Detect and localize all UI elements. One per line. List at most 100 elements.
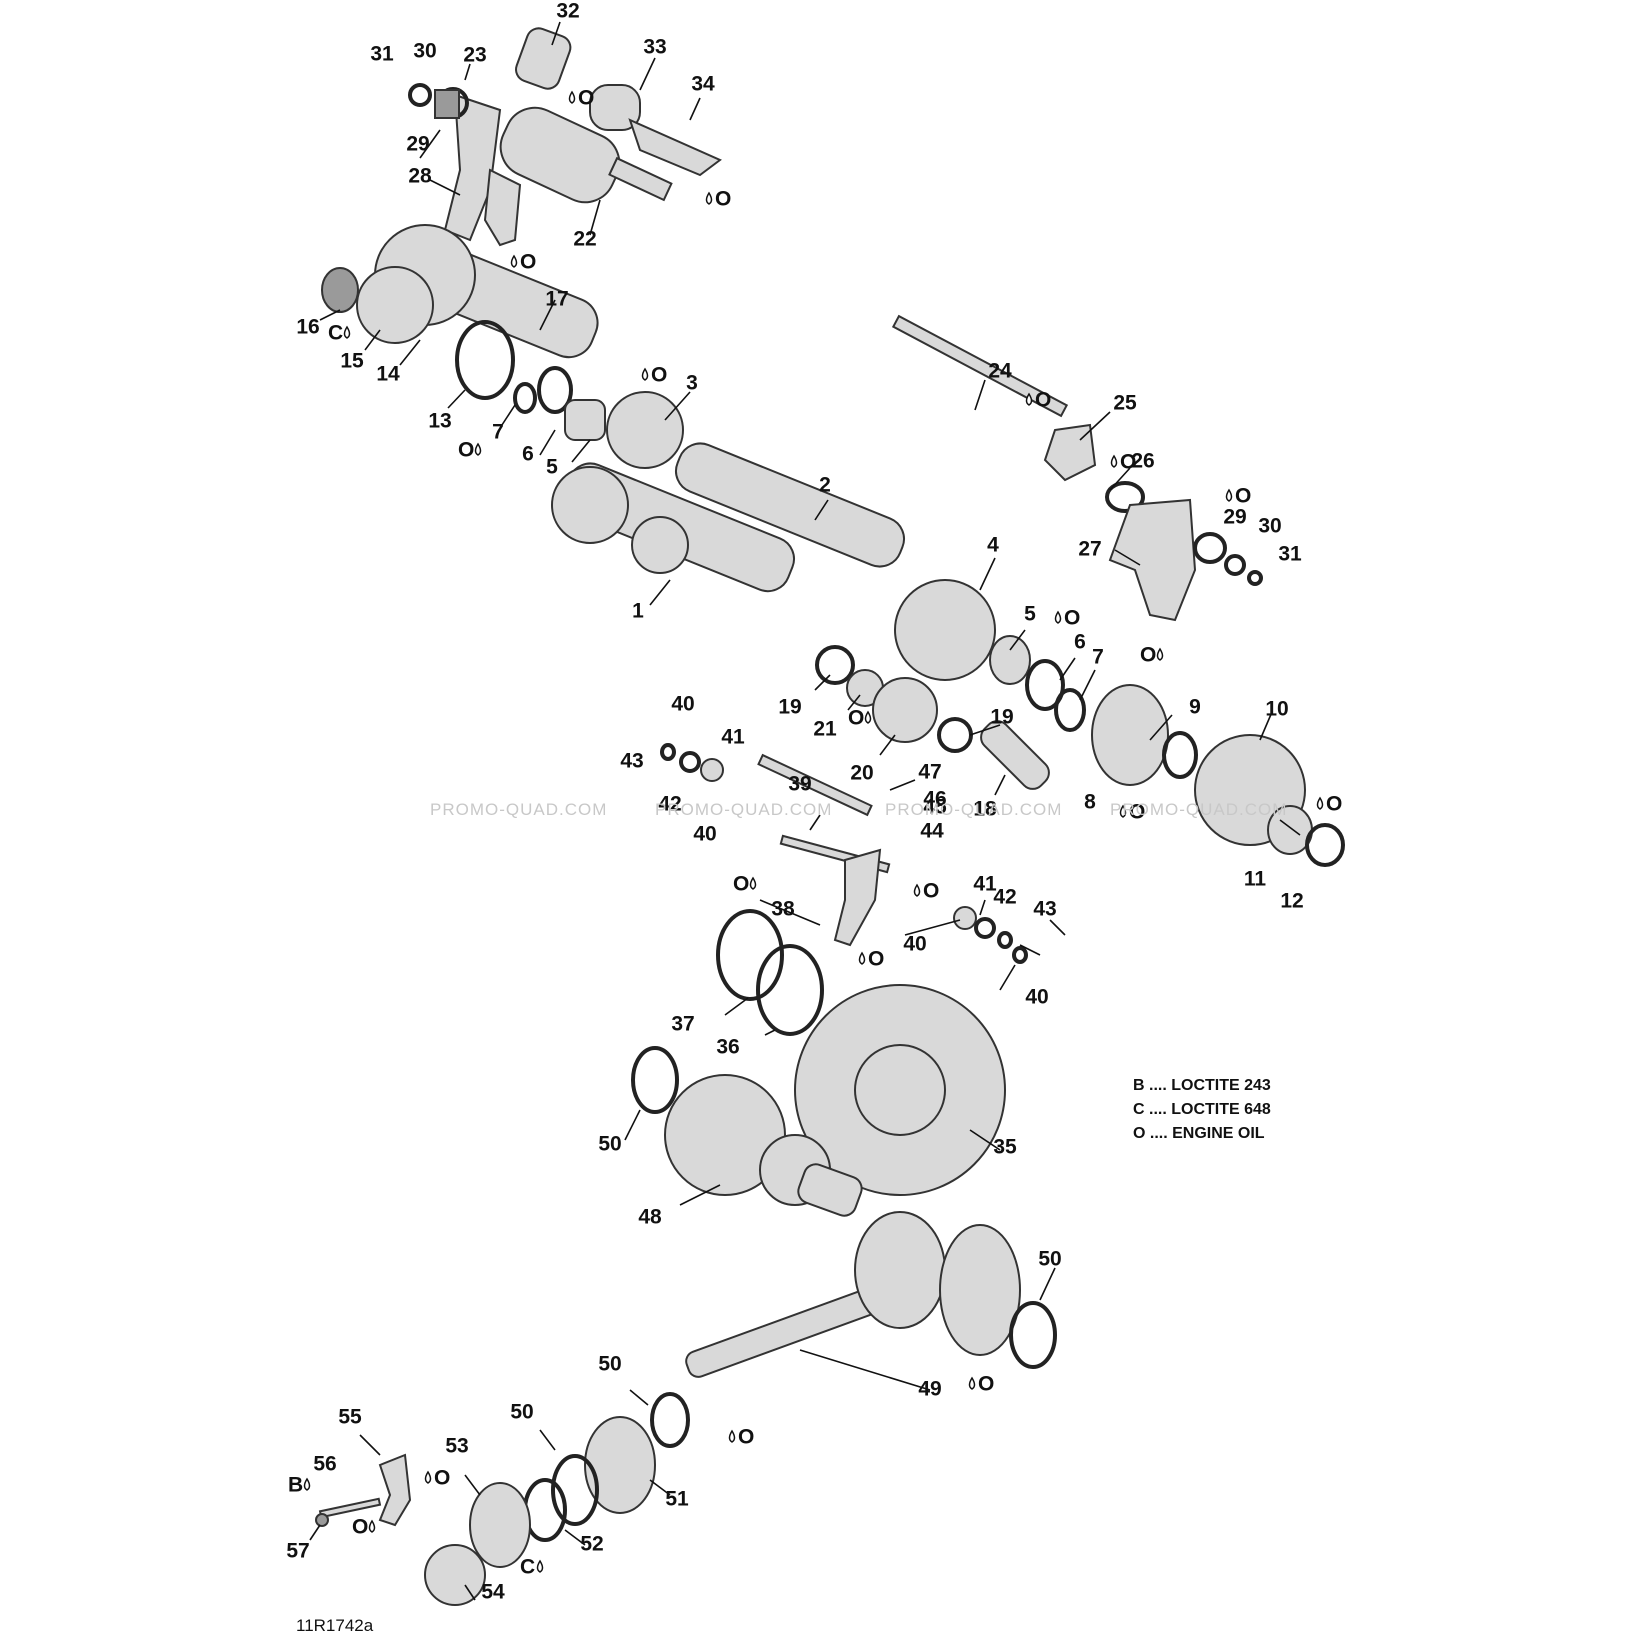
callout-57: 57 bbox=[286, 1540, 309, 1563]
oil-drop-icon bbox=[536, 1559, 544, 1573]
oil-code: O bbox=[738, 1426, 754, 1449]
callout-29: 29 bbox=[406, 133, 429, 156]
oil-drop-icon bbox=[1156, 647, 1164, 661]
oil-drop-icon bbox=[568, 90, 576, 104]
legend-line-engine-oil: O .... ENGINE OIL bbox=[1133, 1125, 1265, 1142]
callout-42: 42 bbox=[658, 793, 681, 816]
oil-code: O bbox=[1235, 485, 1251, 508]
oil-drop-icon bbox=[1110, 454, 1118, 468]
diagram-reference-code: 11R1742a bbox=[296, 1616, 374, 1635]
callout-20: 20 bbox=[850, 762, 873, 785]
callout-5: 5 bbox=[546, 456, 558, 479]
oil-drop-icon bbox=[913, 883, 921, 897]
watermark-text: PROMO-QUAD.COM bbox=[430, 800, 607, 819]
watermark-text: PROMO-QUAD.COM bbox=[1110, 800, 1287, 819]
legend: B .... LOCTITE 243 C .... LOCTITE 648 O … bbox=[1133, 1077, 1271, 1142]
callout-7b: 7 bbox=[1092, 646, 1104, 669]
oil-code: O bbox=[520, 251, 536, 274]
callout-19b: 19 bbox=[990, 706, 1013, 729]
callout-12: 12 bbox=[1280, 890, 1303, 913]
watermark-text: PROMO-QUAD.COM bbox=[655, 800, 832, 819]
callout-28: 28 bbox=[408, 165, 432, 188]
oil-code: O bbox=[923, 880, 939, 903]
callout-42b: 42 bbox=[993, 886, 1016, 909]
callout-23: 23 bbox=[463, 44, 486, 67]
callout-50d: 50 bbox=[510, 1401, 533, 1424]
callout-51: 51 bbox=[665, 1488, 689, 1511]
gear-48 bbox=[664, 1074, 863, 1217]
oil-code: O bbox=[1035, 389, 1051, 412]
callout-54: 54 bbox=[481, 1581, 505, 1604]
oil-code: O bbox=[1129, 801, 1145, 824]
callout-31: 31 bbox=[370, 43, 394, 66]
oil-code: O bbox=[434, 1467, 450, 1490]
callout-47: 47 bbox=[918, 761, 941, 784]
callout-35: 35 bbox=[993, 1136, 1017, 1159]
callout-40d: 40 bbox=[1025, 986, 1048, 1009]
oil-code: O bbox=[352, 1516, 368, 1539]
oil-drop-icon bbox=[368, 1519, 376, 1533]
callout-5b: 5 bbox=[1024, 603, 1036, 626]
upper-shaft-assembly bbox=[321, 224, 684, 469]
oil-drop-icon bbox=[968, 1376, 976, 1390]
callout-45: 45 bbox=[923, 796, 947, 819]
callout-32: 32 bbox=[556, 0, 579, 23]
callout-8: 8 bbox=[1084, 791, 1096, 814]
oil-code: O bbox=[1120, 451, 1136, 474]
callout-40a: 40 bbox=[671, 693, 694, 716]
oil-code: O bbox=[715, 188, 731, 211]
callout-44: 44 bbox=[920, 820, 944, 843]
oil-drop-icon bbox=[510, 254, 518, 268]
oil-drop-icon bbox=[1054, 610, 1062, 624]
callout-31b: 31 bbox=[1278, 543, 1302, 566]
callout-37: 37 bbox=[671, 1013, 694, 1036]
oil-code: O bbox=[1064, 607, 1080, 630]
callout-26: 26 bbox=[1131, 450, 1154, 473]
callout-55: 55 bbox=[338, 1406, 362, 1429]
callout-50c: 50 bbox=[598, 1353, 621, 1376]
callout-24: 24 bbox=[988, 360, 1012, 383]
callout-4: 4 bbox=[987, 534, 999, 557]
oil-code: O bbox=[733, 873, 749, 896]
callout-39: 39 bbox=[788, 773, 811, 796]
large-gear-35 bbox=[631, 909, 1006, 1196]
watermark-text: PROMO-QUAD.COM bbox=[885, 800, 1062, 819]
callout-29b: 29 bbox=[1223, 506, 1246, 529]
callout-56: 56 bbox=[313, 1453, 336, 1476]
oil-drop-icon bbox=[1025, 392, 1033, 406]
oil-drop-icon bbox=[343, 325, 351, 339]
callout-3: 3 bbox=[686, 372, 698, 395]
loctite-648-code: C bbox=[328, 322, 343, 345]
callout-1: 1 bbox=[632, 600, 644, 623]
oil-drop-icon bbox=[858, 951, 866, 965]
oil-drop-icon bbox=[474, 442, 482, 456]
callout-15: 15 bbox=[340, 350, 364, 373]
callout-21: 21 bbox=[813, 718, 837, 741]
watermarks: PROMO-QUAD.COM PROMO-QUAD.COM PROMO-QUAD… bbox=[430, 800, 1287, 819]
callout-9: 9 bbox=[1189, 696, 1201, 719]
callout-41b: 41 bbox=[973, 873, 997, 896]
callout-50b: 50 bbox=[1038, 1248, 1061, 1271]
loctite-243-code: B bbox=[288, 1474, 303, 1497]
oil-drop-icon bbox=[864, 710, 872, 724]
oil-drop-icon bbox=[303, 1477, 311, 1491]
oil-code: O bbox=[1326, 793, 1342, 816]
oil-drop-icon bbox=[1225, 488, 1233, 502]
callout-40c: 40 bbox=[903, 933, 926, 956]
shift-fork-38-assembly bbox=[660, 743, 1028, 964]
callout-43: 43 bbox=[620, 750, 643, 773]
callout-30: 30 bbox=[413, 40, 436, 63]
loctite-648-code: C bbox=[520, 1556, 535, 1579]
oil-drop-icon bbox=[641, 367, 649, 381]
output-shaft-49 bbox=[650, 1211, 1057, 1448]
callout-17: 17 bbox=[545, 288, 568, 311]
oil-code: O bbox=[578, 87, 594, 110]
callout-14: 14 bbox=[376, 363, 400, 386]
oil-drop-icon bbox=[424, 1470, 432, 1484]
callout-41: 41 bbox=[721, 726, 745, 749]
callout-30b: 30 bbox=[1258, 515, 1281, 538]
lubricant-markers: O O O C O O O O O O O O O O O O O O O bbox=[288, 87, 1342, 1579]
oil-drop-icon bbox=[1119, 804, 1127, 818]
leader-lines bbox=[309, 21, 1301, 1601]
